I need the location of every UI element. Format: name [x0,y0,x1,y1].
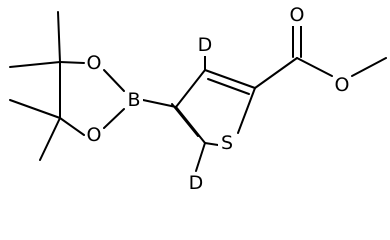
pinacol-boronate-group [9,11,177,161]
atom-o-dioxaborolane-upper: O [87,52,102,74]
bond-methyl-1 [57,11,61,63]
bond-o-cq-lower [59,117,85,136]
bond-o-methyl [351,57,387,77]
bond-methyl-3 [9,99,61,119]
thiophene-ring [171,69,256,146]
bond-c3-c2 [204,69,256,89]
atom-deuterium-upper: D [198,34,213,56]
bond-c5-c4-double [171,103,199,137]
atom-o-ester: O [335,74,350,96]
methyl-ester-group [254,25,387,89]
atom-labels: O O S D D B O O [85,4,351,194]
atom-o-dioxaborolane-lower: O [87,124,102,146]
bond-c-o-ester [296,57,333,77]
bond-c2-ccarbonyl [254,57,298,89]
bond-c2-s [237,87,256,134]
bond-o-cq-upper [59,61,85,64]
chemical-structure: O O S D D B O O [9,4,387,194]
atom-o-carbonyl: O [290,4,305,26]
bond-methyl-2 [9,61,61,68]
atom-sulfur: S [221,132,233,154]
bond-c4-b [142,99,177,108]
atom-boron: B [127,89,140,111]
bond-s-c5 [204,142,219,146]
bond-b-o-upper [103,69,125,92]
bond-c5-c4 [175,106,206,144]
bond-c5-d [195,142,206,172]
bond-b-o-lower [103,108,125,129]
atom-deuterium-lower: D [189,172,204,194]
bond-c4-c3 [175,69,206,108]
bond-c3-c2-double [207,78,250,95]
bond-methyl-4 [39,117,61,161]
